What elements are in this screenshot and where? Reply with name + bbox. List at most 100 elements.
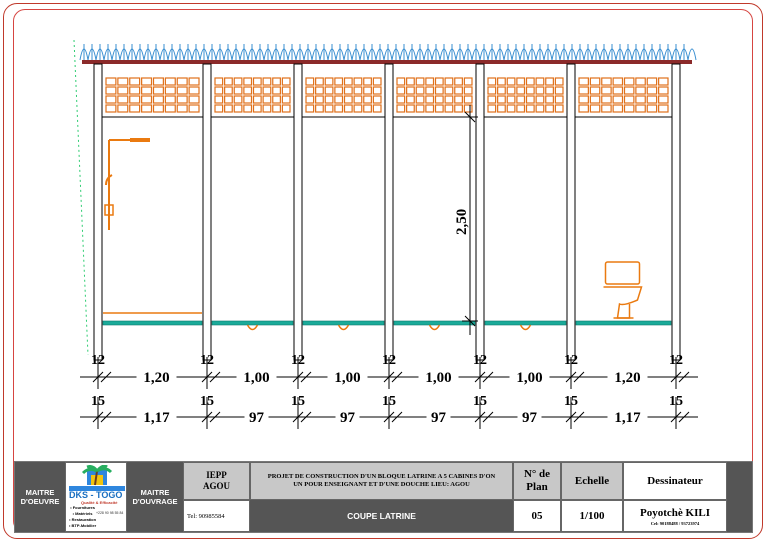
claustra-brick <box>117 104 129 113</box>
claustra-brick <box>252 86 262 95</box>
dim-row-1-post-label: 12 <box>382 353 396 368</box>
dim-row-1-post-label: 12 <box>669 353 683 368</box>
claustra-brick <box>434 95 444 104</box>
claustra-brick <box>129 77 141 86</box>
claustra-brick <box>214 77 224 86</box>
wall-post <box>202 63 212 361</box>
claustra-brick <box>425 77 435 86</box>
claustra-brick <box>415 77 425 86</box>
claustra-brick <box>545 86 554 95</box>
claustra-brick <box>372 104 382 113</box>
claustra-brick <box>343 86 353 95</box>
claustra-brick <box>535 77 545 86</box>
claustra-brick <box>554 104 564 113</box>
claustra-brick <box>578 77 589 86</box>
claustra-brick <box>516 77 526 86</box>
claustra-brick <box>554 95 564 104</box>
claustra-brick <box>262 104 272 113</box>
floor-slab <box>484 320 567 326</box>
dim-row-1-span-label: 1,20 <box>614 370 640 386</box>
claustra-brick <box>425 95 435 104</box>
squat-basin-icon <box>428 324 441 331</box>
claustra-brick <box>315 104 324 113</box>
claustra-brick <box>463 77 473 86</box>
dim-label-bg <box>607 369 648 385</box>
dim-row-1-post-label: 12 <box>91 353 105 368</box>
claustra-brick <box>406 95 415 104</box>
claustra-bricks <box>105 77 669 113</box>
claustra-brick <box>252 104 262 113</box>
claustra-brick <box>363 104 372 113</box>
dim-slash <box>292 411 304 423</box>
logo-tagline: Qualité & Efficacité <box>81 500 118 505</box>
claustra-brick <box>176 95 188 104</box>
dim-slash <box>670 411 682 423</box>
claustra-brick <box>601 95 612 104</box>
claustra-brick <box>281 95 291 104</box>
claustra-brick <box>272 86 281 95</box>
dim-slash <box>209 371 221 383</box>
claustra-brick <box>396 95 406 104</box>
claustra-brick <box>396 104 406 113</box>
dim-row-2-span-label: 97 <box>522 410 538 426</box>
logo-service-item: • Matériels <box>72 511 93 516</box>
dim-label-bg <box>244 409 269 425</box>
claustra-brick <box>315 77 324 86</box>
claustra-brick <box>164 104 176 113</box>
claustra-brick <box>252 77 262 86</box>
dim-slash <box>474 411 486 423</box>
claustra-brick <box>117 95 129 104</box>
dim-row-1-post-label: 12 <box>564 353 578 368</box>
wall-post <box>671 63 681 361</box>
claustra-brick <box>176 86 188 95</box>
dim-slash <box>201 411 213 423</box>
dim-label-bg <box>236 369 277 385</box>
claustra-brick <box>224 104 233 113</box>
claustra-brick <box>176 77 188 86</box>
claustra-brick <box>305 77 315 86</box>
claustra-brick <box>415 95 425 104</box>
claustra-brick <box>233 104 243 113</box>
height-dimension: 2,50 <box>454 105 478 335</box>
claustra-brick <box>646 86 658 95</box>
claustra-brick <box>214 95 224 104</box>
claustra-brick <box>554 77 564 86</box>
dim-slash <box>391 411 403 423</box>
maitre-oeuvre-label: MAITRE D'OEUVRE <box>15 462 65 532</box>
claustra-brick <box>214 86 224 95</box>
claustra-brick <box>658 95 669 104</box>
walls <box>93 63 681 361</box>
claustra-brick <box>188 104 200 113</box>
claustra-brick <box>315 86 324 95</box>
claustra-brick <box>516 104 526 113</box>
dim-row-2-post-label: 15 <box>382 394 396 409</box>
scale-value: 1/100 <box>561 500 623 532</box>
claustra-brick <box>425 104 435 113</box>
dim-slash <box>100 371 112 383</box>
dim-label-bg <box>607 409 648 425</box>
claustra-brick <box>272 77 281 86</box>
claustra-brick <box>658 86 669 95</box>
claustra-brick <box>516 95 526 104</box>
dim-slash <box>92 411 104 423</box>
designer-contact: Cel: 90188488 / 93723974 <box>650 520 700 526</box>
dim-slash <box>670 371 682 383</box>
plan-number: 05 <box>513 500 561 532</box>
dim-row-2-post-label: 15 <box>473 394 487 409</box>
dim-label-bg <box>136 409 177 425</box>
claustra-brick <box>353 77 363 86</box>
claustra-brick <box>363 95 372 104</box>
claustra-brick <box>141 77 153 86</box>
title-block-end <box>727 462 752 532</box>
claustra-brick <box>272 104 281 113</box>
toilet-bowl-icon <box>603 286 643 319</box>
outer-border <box>3 3 763 539</box>
claustra-brick <box>305 95 315 104</box>
claustra-brick <box>635 77 646 86</box>
claustra-brick <box>444 95 454 104</box>
floor-slab <box>211 320 294 326</box>
client-name: IEPP AGOU <box>183 462 250 500</box>
dim-slash <box>565 371 577 383</box>
claustra-brick <box>623 95 635 104</box>
claustra-brick <box>305 86 315 95</box>
